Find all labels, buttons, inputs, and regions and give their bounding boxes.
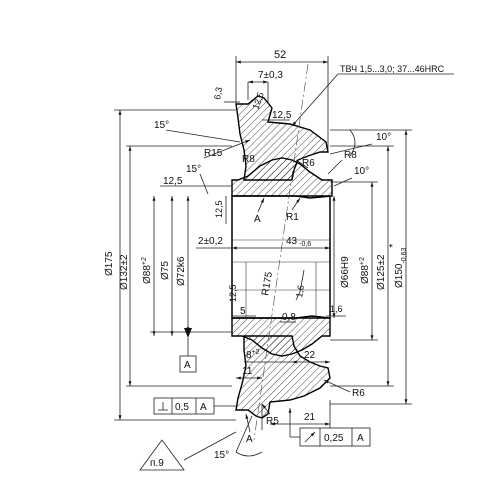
perpendicularity-frame bbox=[153, 397, 215, 415]
section-a-top: А bbox=[254, 214, 261, 225]
diameter-72: Ø72k6 bbox=[176, 256, 187, 286]
dim-8: 8+2 bbox=[246, 349, 260, 361]
bottom-flange-section bbox=[235, 335, 331, 419]
diameter-66: Ø66H9 bbox=[340, 256, 351, 288]
angle-10-right: 10° bbox=[354, 166, 369, 177]
dim-11: 11 bbox=[242, 366, 253, 377]
roughness-1-6-b: 1,6 bbox=[330, 304, 343, 314]
diameter-132: Ø132±2 bbox=[119, 254, 130, 290]
diameter-125: Ø125±2 bbox=[376, 254, 387, 290]
dim-22: 22 bbox=[304, 350, 316, 361]
radius-r8-right: R8 bbox=[344, 150, 357, 161]
diameter-88-left: Ø88+2 bbox=[141, 257, 153, 284]
top-flange-section bbox=[235, 95, 329, 181]
dim-6-3: 6,3 bbox=[212, 86, 224, 100]
note-triangle bbox=[139, 439, 185, 471]
angle-10-top: 10° bbox=[376, 132, 391, 143]
radius-r6-top: R6 bbox=[302, 158, 315, 169]
diameter-75: Ø75 bbox=[160, 261, 171, 280]
dim-12-5-vert: 12,5 bbox=[214, 200, 224, 218]
dim-21: 21 bbox=[304, 412, 316, 423]
datum-box bbox=[179, 355, 197, 373]
angle-15-mid: 15° bbox=[186, 164, 201, 175]
datum-triangle bbox=[184, 328, 192, 338]
diameter-150: Ø150-0,63* bbox=[388, 244, 408, 288]
dim-5: 5 bbox=[240, 306, 246, 317]
dim-52: 52 bbox=[274, 49, 286, 61]
diameter-175: Ø175 bbox=[104, 251, 115, 276]
center-line bbox=[253, 63, 309, 441]
radius-r6-bottom: R6 bbox=[352, 388, 365, 399]
angle-15-top: 15° bbox=[154, 120, 169, 131]
section-a-bottom: А bbox=[246, 434, 253, 445]
radius-r175: R175 bbox=[260, 271, 275, 297]
dim-0-8: 0,8 bbox=[282, 312, 296, 323]
runout-value: 0,25 bbox=[324, 433, 344, 444]
dim-7: 7±0,3 bbox=[258, 70, 283, 81]
perpendicularity-icon bbox=[158, 402, 168, 411]
dim-12-5-b: 12,5 bbox=[272, 110, 292, 121]
dim-2: 2±0,2 bbox=[198, 236, 223, 247]
diameter-88-right: Ø88+2 bbox=[359, 257, 371, 284]
dim-43: 43-0,6 bbox=[286, 236, 311, 248]
dim-12-5-left: 12,5 bbox=[163, 176, 183, 187]
radius-r1: R1 bbox=[286, 212, 299, 223]
perpendicularity-value: 0,5 bbox=[175, 402, 189, 413]
runout-datum: А bbox=[357, 433, 364, 444]
radius-r15: R15 bbox=[204, 148, 223, 159]
radius-r5: R5 bbox=[266, 416, 279, 427]
perpendicularity-datum: А bbox=[200, 402, 207, 413]
note-label: п.9 bbox=[150, 458, 164, 469]
runout-icon bbox=[304, 431, 316, 443]
hardening-note: ТВЧ 1,5...3,0; 37...46HRC bbox=[340, 64, 445, 74]
upper-hub-section bbox=[231, 157, 333, 199]
angle-15-bottom: 15° bbox=[214, 450, 229, 461]
bore-outline bbox=[231, 195, 331, 319]
dim-12-5-low: 12,5 bbox=[228, 284, 238, 302]
radius-r8-left: R8 bbox=[242, 154, 255, 165]
datum-label: А bbox=[184, 360, 191, 371]
